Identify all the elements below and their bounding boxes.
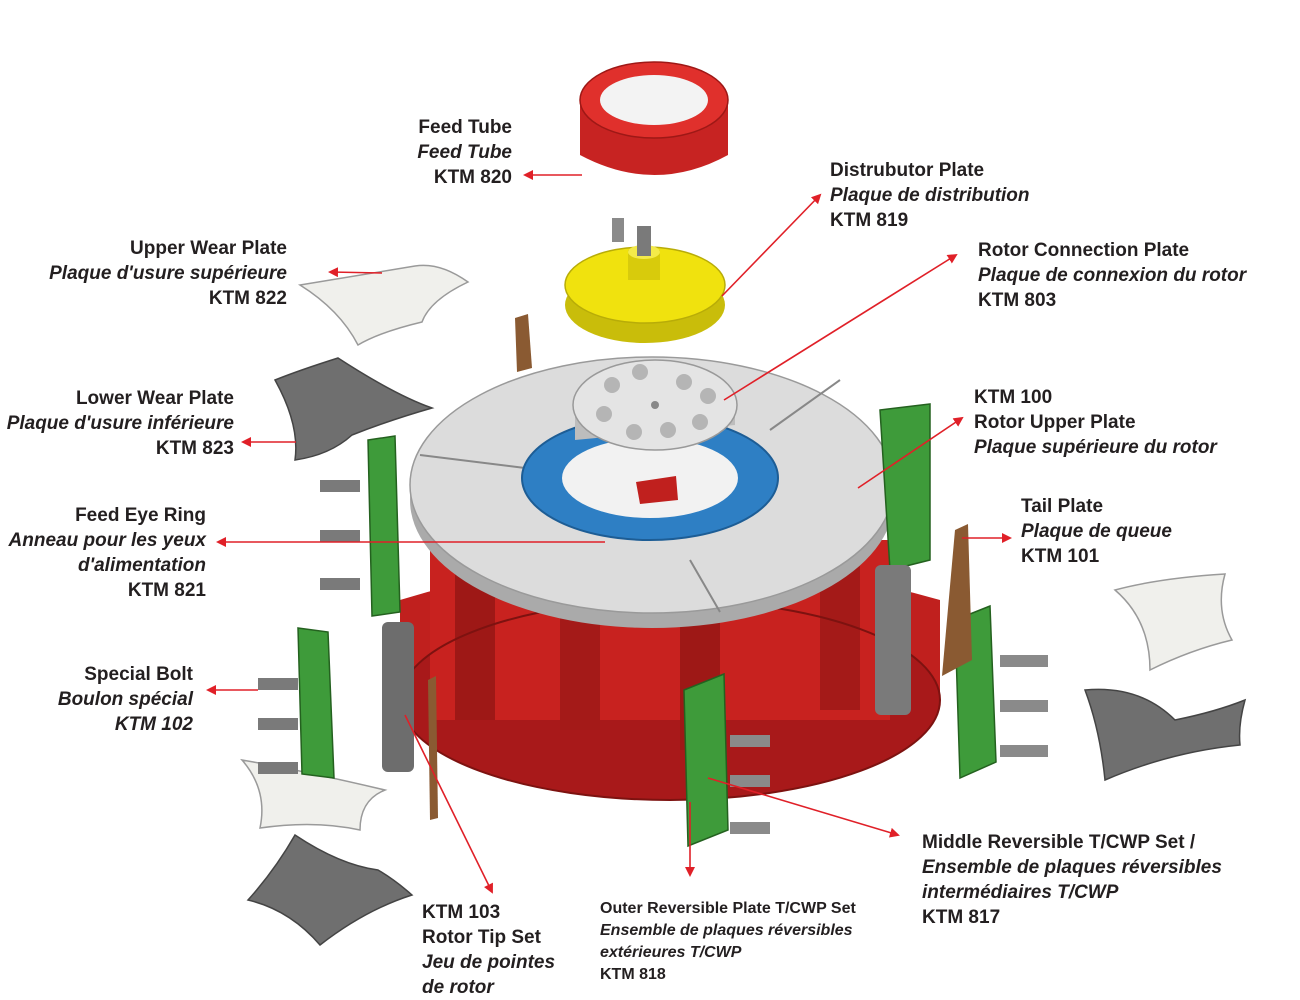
label-middle-reversible-fr2: intermédiaires T/CWP xyxy=(922,882,1119,903)
label-rotor-tip-set-fr2: de rotor xyxy=(422,977,494,998)
arrow-rotor-tip-set xyxy=(404,714,493,894)
label-lower-wear-plate-en: Lower Wear Plate xyxy=(75,388,234,409)
arrow-upper-wear-plate xyxy=(328,267,383,278)
tail-plate-shape xyxy=(942,524,972,676)
label-lower-wear-plate-code: KTM 823 xyxy=(155,438,234,459)
label-feed-tube-code: KTM 820 xyxy=(433,167,512,188)
label-feed-tube: Feed Tube Feed Tube KTM 820 xyxy=(417,115,512,190)
label-tail-plate: Tail Plate Plaque de queue KTM 101 xyxy=(1021,494,1172,569)
green-plate-left-upper xyxy=(320,435,401,617)
label-rotor-tip-set: KTM 103 Rotor Tip Set Jeu de pointes de … xyxy=(422,900,555,1000)
label-feed-tube-en: Feed Tube xyxy=(418,117,512,138)
lower-wear-plate-shape-left xyxy=(246,833,414,947)
callout-arrows xyxy=(206,170,1012,894)
label-tail-plate-code: KTM 101 xyxy=(1021,546,1100,567)
label-tail-plate-fr: Plaque de queue xyxy=(1021,521,1172,542)
label-special-bolt-code: KTM 102 xyxy=(114,714,193,735)
label-rotor-upper-plate-fr: Plaque supérieure du rotor xyxy=(974,437,1217,458)
label-middle-reversible-en: Middle Reversible T/CWP Set / xyxy=(922,832,1196,853)
label-feed-eye-ring-fr2: d'alimentation xyxy=(77,555,206,576)
label-outer-reversible-code: KTM 818 xyxy=(600,966,666,983)
label-upper-wear-plate: Upper Wear Plate Plaque d'usure supérieu… xyxy=(49,236,287,311)
label-rotor-upper-plate-code: KTM 100 xyxy=(974,387,1053,408)
feed-eye-ring xyxy=(521,415,779,541)
label-middle-reversible-code: KTM 817 xyxy=(922,907,1001,928)
label-rotor-connection-plate: Rotor Connection Plate Plaque de connexi… xyxy=(978,238,1246,313)
rotor-tip-right xyxy=(875,565,911,715)
rotor-tip-left xyxy=(382,622,414,772)
label-middle-reversible: Middle Reversible T/CWP Set / Ensemble d… xyxy=(922,830,1222,930)
arrow-rotor-connection-plate xyxy=(723,253,958,401)
label-special-bolt-fr: Boulon spécial xyxy=(57,689,193,710)
feed-tube xyxy=(579,61,729,175)
label-upper-wear-plate-code: KTM 822 xyxy=(208,288,287,309)
tail-plate-shape-front xyxy=(428,676,438,820)
label-feed-eye-ring-fr1: Anneau pour les yeux xyxy=(8,530,206,551)
label-feed-eye-ring-code: KTM 821 xyxy=(127,580,206,601)
label-rotor-upper-plate-en: Rotor Upper Plate xyxy=(974,412,1136,433)
label-outer-reversible-fr1: Ensemble de plaques réversibles xyxy=(600,922,853,939)
green-plate-left-lower xyxy=(258,627,335,779)
green-plate-front xyxy=(683,672,770,848)
upper-wear-plate-shape-right xyxy=(1113,573,1234,672)
label-distributor-plate-code: KTM 819 xyxy=(830,210,909,231)
label-upper-wear-plate-fr: Plaque d'usure supérieure xyxy=(49,263,287,284)
label-outer-reversible: Outer Reversible Plate T/CWP Set Ensembl… xyxy=(600,898,856,986)
label-rotor-upper-plate: KTM 100 Rotor Upper Plate Plaque supérie… xyxy=(974,385,1217,460)
label-tail-plate-en: Tail Plate xyxy=(1021,496,1104,517)
lower-wear-plate-shape xyxy=(273,357,435,461)
green-plate-right-upper xyxy=(879,403,931,571)
label-feed-eye-ring-en: Feed Eye Ring xyxy=(75,505,206,526)
label-lower-wear-plate-fr: Plaque d'usure inférieure xyxy=(6,413,234,434)
label-rotor-tip-set-fr1: Jeu de pointes xyxy=(422,952,556,973)
arrow-distributor-plate xyxy=(721,193,822,297)
label-outer-reversible-en: Outer Reversible Plate T/CWP Set xyxy=(600,900,856,917)
label-special-bolt-en: Special Bolt xyxy=(84,664,193,685)
distributor-plate xyxy=(564,218,726,343)
lower-wear-plate-shape-right xyxy=(1083,688,1247,782)
label-special-bolt: Special Bolt Boulon spécial KTM 102 xyxy=(58,662,193,737)
upper-wear-plate-shape xyxy=(297,264,470,347)
label-outer-reversible-fr2: extérieures T/CWP xyxy=(600,944,742,961)
label-distributor-plate: Distrubutor Plate Plaque de distribution… xyxy=(830,158,1030,233)
label-rotor-tip-set-en: Rotor Tip Set xyxy=(422,927,541,948)
label-feed-tube-fr: Feed Tube xyxy=(417,142,512,163)
label-feed-eye-ring: Feed Eye Ring Anneau pour les yeux d'ali… xyxy=(9,503,206,603)
label-middle-reversible-fr1: Ensemble de plaques réversibles xyxy=(922,857,1222,878)
arrow-middle-reversible xyxy=(707,777,900,838)
label-rotor-connection-plate-en: Rotor Connection Plate xyxy=(978,240,1190,261)
rotor-connection-plate xyxy=(572,359,738,451)
label-rotor-tip-set-code: KTM 103 xyxy=(422,902,501,923)
label-distributor-plate-en: Distrubutor Plate xyxy=(830,160,985,181)
label-rotor-connection-plate-fr: Plaque de connexion du rotor xyxy=(978,265,1247,286)
tail-plate-shape-back xyxy=(515,314,532,372)
label-rotor-connection-plate-code: KTM 803 xyxy=(978,290,1057,311)
label-upper-wear-plate-en: Upper Wear Plate xyxy=(130,238,287,259)
label-distributor-plate-fr: Plaque de distribution xyxy=(830,185,1030,206)
arrow-rotor-upper-plate xyxy=(857,416,964,489)
label-lower-wear-plate: Lower Wear Plate Plaque d'usure inférieu… xyxy=(7,386,234,461)
